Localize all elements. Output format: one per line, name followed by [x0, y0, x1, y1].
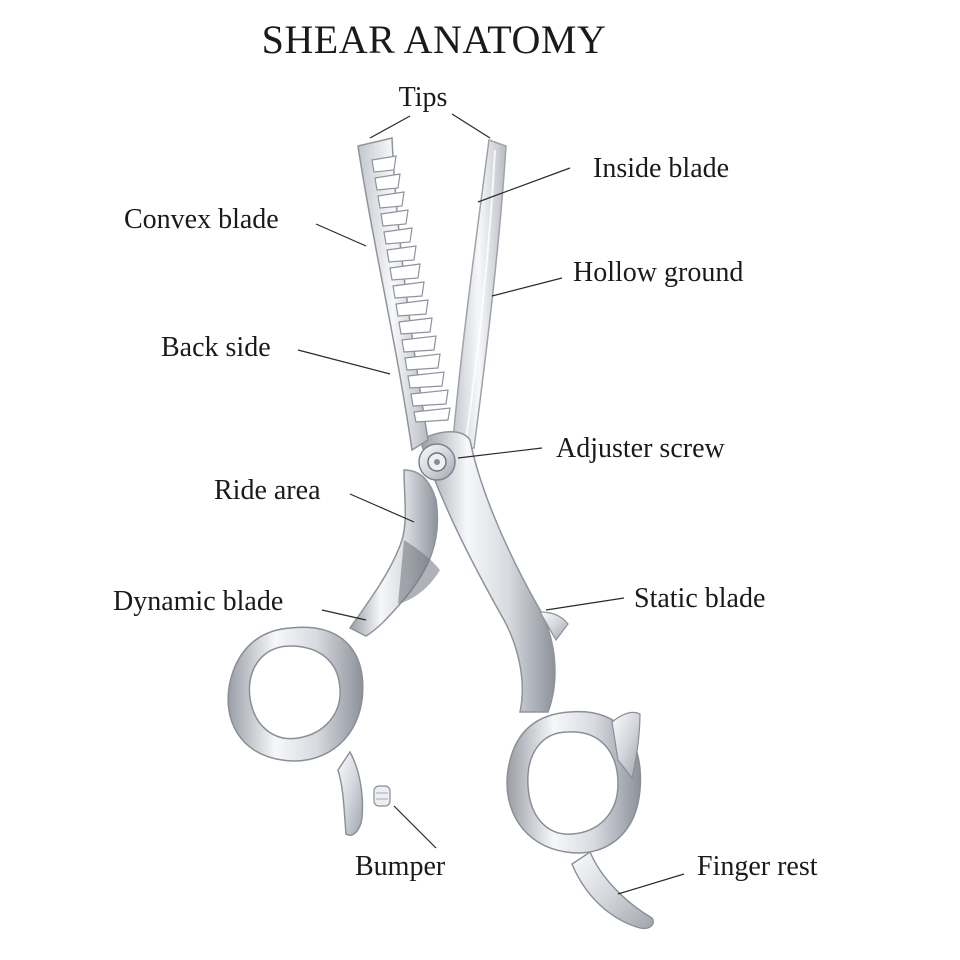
label-hollow-ground: Hollow ground [573, 257, 743, 288]
leader-dynamic-blade [321, 609, 367, 621]
static-straight-blade [451, 138, 507, 451]
leader-static-blade [545, 597, 625, 611]
bumper-tail [337, 750, 364, 836]
part-labels: Tips Inside blade Convex blade Hollow gr… [113, 82, 818, 882]
label-adjuster-screw: Adjuster screw [556, 433, 726, 464]
left-finger-ring [227, 626, 364, 762]
leader-convex-blade [315, 223, 367, 247]
label-inside-blade: Inside blade [593, 153, 729, 184]
label-dynamic-blade: Dynamic blade [113, 586, 283, 617]
leader-adjuster-screw [457, 447, 543, 459]
label-back-side: Back side [161, 332, 271, 363]
leader-back-side [297, 349, 391, 375]
right-ring-tang [611, 711, 641, 780]
static-shank [419, 431, 556, 713]
leader-tips-right [451, 113, 491, 139]
blade-highlight [465, 149, 496, 441]
label-bumper: Bumper [355, 851, 446, 882]
static-spur [538, 611, 569, 642]
leader-finger-rest [617, 873, 685, 895]
label-tips: Tips [399, 82, 448, 113]
dynamic-shank [348, 469, 439, 637]
leader-inside-blade [477, 167, 571, 203]
leader-bumper [393, 805, 437, 849]
label-ride-area: Ride area [214, 475, 321, 506]
shear-illustration [227, 137, 654, 930]
finger-rest-tail [571, 850, 654, 930]
leader-lines [297, 113, 685, 895]
thinning-teeth [371, 155, 451, 423]
label-static-blade: Static blade [634, 583, 765, 614]
leader-ride-area [349, 493, 415, 523]
label-finger-rest: Finger rest [697, 851, 818, 882]
leader-tips-left [369, 115, 411, 139]
ride-area-shadow [398, 540, 440, 604]
leader-hollow-ground [491, 277, 563, 297]
diagram-title: SHEAR ANATOMY [262, 17, 607, 62]
adjuster-screw [418, 443, 456, 481]
label-convex-blade: Convex blade [124, 204, 279, 235]
bumper [373, 785, 391, 807]
